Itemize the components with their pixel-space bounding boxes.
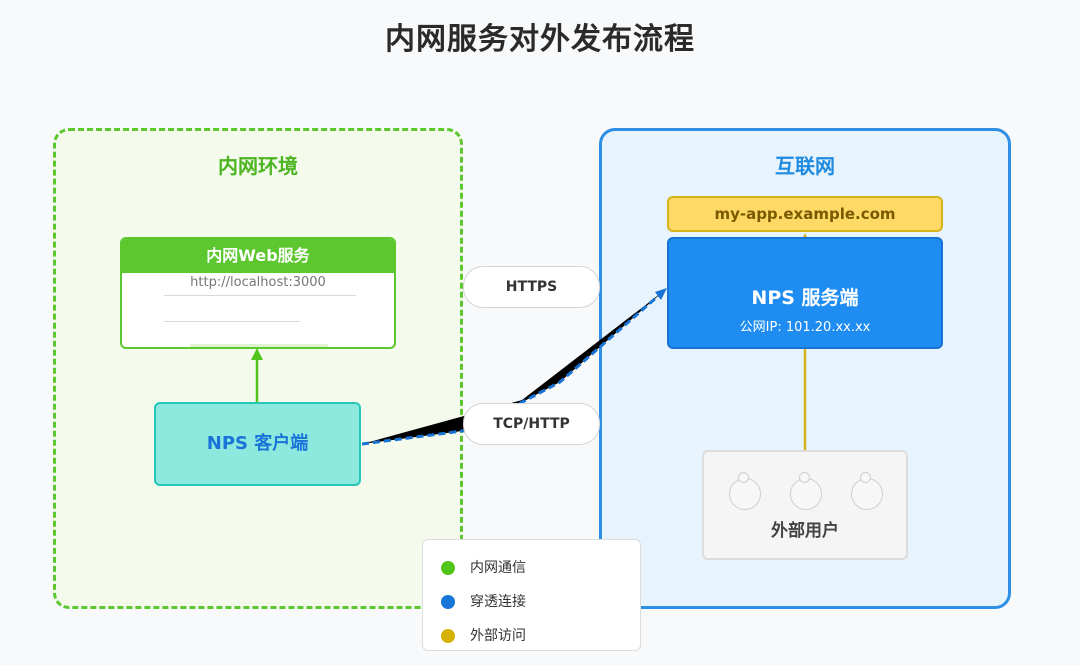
nps-server-ip: 公网IP: 101.20.xx.xx	[739, 320, 871, 335]
web-service-footer-bar	[190, 344, 328, 347]
legend-label: 外部访问	[470, 628, 526, 644]
legend-label: 穿透连接	[470, 594, 526, 610]
page-title: 内网服务对外发布流程	[385, 22, 695, 57]
nps-server-name: NPS 服务端	[751, 287, 859, 309]
internet-zone-title: 互联网	[775, 154, 835, 178]
placeholder-line	[164, 295, 356, 296]
nps-client: NPS 客户端	[154, 402, 361, 486]
legend-dot	[441, 595, 455, 609]
legend-item-external: 外部访问	[441, 626, 631, 646]
https-connection-label: HTTPS	[463, 266, 600, 308]
user-icon	[729, 472, 761, 510]
intranet-web-service: 内网Web服务 http://localhost:3000	[120, 237, 396, 349]
intranet-arrowhead	[251, 348, 263, 360]
legend-dot	[441, 561, 455, 575]
placeholder-line	[164, 321, 300, 322]
legend-item-tunnel: 穿透连接	[441, 592, 631, 612]
web-service-url: http://localhost:3000	[190, 275, 326, 290]
user-icon	[790, 472, 822, 510]
nps-server: NPS 服务端 公网IP: 101.20.xx.xx	[667, 237, 943, 349]
web-service-title: 内网Web服务	[122, 239, 394, 273]
legend-label: 内网通信	[470, 560, 526, 576]
legend: 内网通信 穿透连接 外部访问	[422, 539, 641, 651]
domain-label: my-app.example.com	[667, 196, 943, 232]
legend-dot	[441, 629, 455, 643]
user-icon	[851, 472, 883, 510]
tcp-http-connection-label: TCP/HTTP	[463, 403, 600, 445]
tunnel-arrowhead	[655, 288, 667, 300]
intranet-zone-title: 内网环境	[218, 154, 298, 178]
legend-item-intranet: 内网通信	[441, 558, 631, 578]
external-users-label: 外部用户	[771, 521, 839, 541]
external-users: 外部用户	[702, 450, 908, 560]
